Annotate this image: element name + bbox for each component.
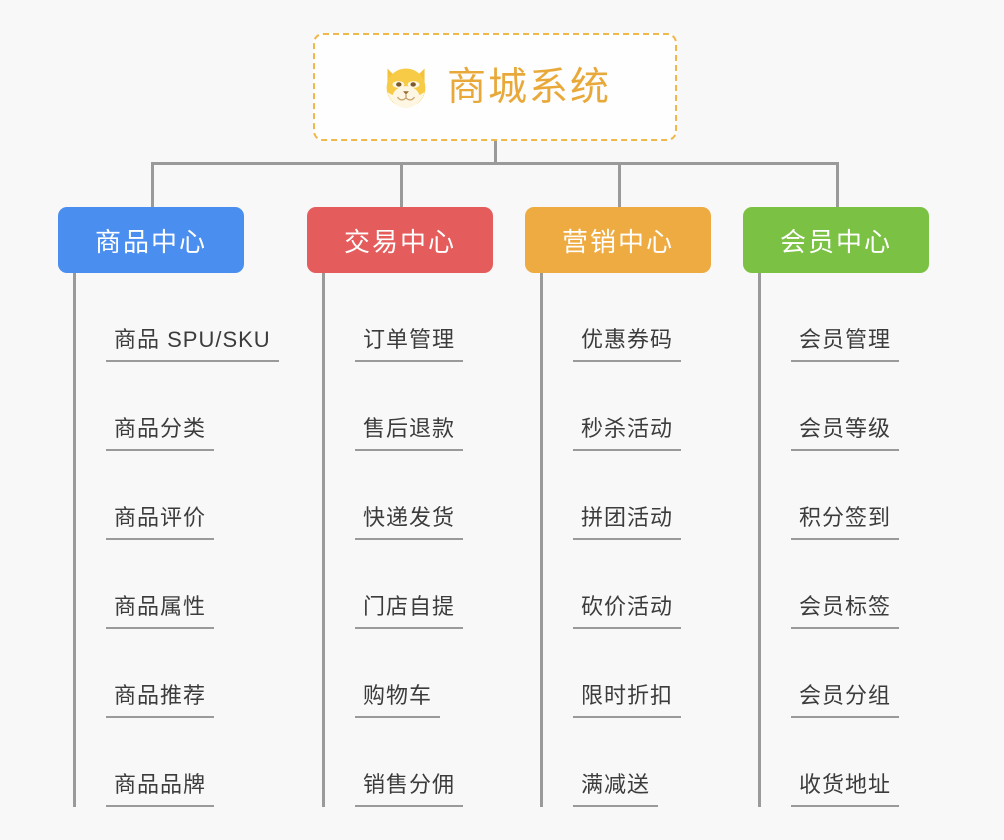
list-item[interactable]: 商品推荐 <box>76 629 276 718</box>
branch-header-2[interactable]: 交易中心 <box>307 207 493 273</box>
leaf-label: 优惠券码 <box>573 327 682 362</box>
leaf-label: 商品推荐 <box>106 683 215 718</box>
list-item[interactable]: 会员管理 <box>761 273 961 362</box>
branch-header-1[interactable]: 商品中心 <box>58 207 244 273</box>
connector-drop-2 <box>400 162 403 207</box>
list-item[interactable]: 会员分组 <box>761 629 961 718</box>
list-item[interactable]: 收货地址 <box>761 718 961 807</box>
dog-face-icon <box>386 68 426 109</box>
list-item[interactable]: 购物车 <box>325 629 525 718</box>
list-item[interactable]: 会员等级 <box>761 362 961 451</box>
leaf-label: 购物车 <box>355 683 441 718</box>
leaf-label: 满减送 <box>573 772 659 807</box>
branch-header-3[interactable]: 营销中心 <box>525 207 711 273</box>
list-item[interactable]: 限时折扣 <box>543 629 743 718</box>
root-title: 商城系统 <box>446 65 611 109</box>
list-item[interactable]: 销售分佣 <box>325 718 525 807</box>
list-item[interactable]: 秒杀活动 <box>543 362 743 451</box>
list-item[interactable]: 商品属性 <box>76 540 276 629</box>
list-item[interactable]: 砍价活动 <box>543 540 743 629</box>
list-item[interactable]: 拼团活动 <box>543 451 743 540</box>
leaf-label: 订单管理 <box>355 327 464 362</box>
list-item[interactable]: 商品 SPU/SKU <box>76 273 279 362</box>
leaf-label: 快递发货 <box>355 505 464 540</box>
root-node[interactable]: 商城系统 <box>313 33 677 141</box>
leaf-label: 售后退款 <box>355 416 464 451</box>
list-item[interactable]: 门店自提 <box>325 540 525 629</box>
leaf-label: 商品品牌 <box>106 772 215 807</box>
leaf-label: 商品评价 <box>106 505 215 540</box>
list-item[interactable]: 商品分类 <box>76 362 276 451</box>
leaf-list-1: 商品 SPU/SKU 商品分类 商品评价 商品属性 商品推荐 商品品牌 <box>73 273 279 807</box>
connector-drop-4 <box>836 162 839 207</box>
connector-drop-1 <box>151 162 154 207</box>
list-item[interactable]: 订单管理 <box>325 273 525 362</box>
leaf-label: 会员管理 <box>791 327 900 362</box>
connector-drop-3 <box>618 162 621 207</box>
branch-column-3: 营销中心 优惠券码 秒杀活动 拼团活动 砍价活动 限时折扣 满减送 <box>525 207 743 823</box>
leaf-label: 拼团活动 <box>573 505 682 540</box>
list-item[interactable]: 满减送 <box>543 718 743 807</box>
connector-bus-bar <box>151 162 839 165</box>
leaf-label: 商品分类 <box>106 416 215 451</box>
list-item[interactable]: 会员标签 <box>761 540 961 629</box>
branch-header-4[interactable]: 会员中心 <box>743 207 929 273</box>
leaf-list-4: 会员管理 会员等级 积分签到 会员标签 会员分组 收货地址 <box>758 273 961 807</box>
list-item[interactable]: 优惠券码 <box>543 273 743 362</box>
leaf-label: 商品 SPU/SKU <box>106 327 279 362</box>
list-item[interactable]: 积分签到 <box>761 451 961 540</box>
connector-root-stem <box>494 141 497 164</box>
leaf-list-3: 优惠券码 秒杀活动 拼团活动 砍价活动 限时折扣 满减送 <box>540 273 743 807</box>
list-item[interactable]: 商品品牌 <box>76 718 276 807</box>
leaf-label: 收货地址 <box>791 772 900 807</box>
branch-column-1: 商品中心 商品 SPU/SKU 商品分类 商品评价 商品属性 商品推荐 商品品牌 <box>58 207 279 823</box>
leaf-label: 限时折扣 <box>573 683 682 718</box>
leaf-label: 秒杀活动 <box>573 416 682 451</box>
leaf-label: 商品属性 <box>106 594 215 629</box>
leaf-label: 销售分佣 <box>355 772 464 807</box>
leaf-label: 会员等级 <box>791 416 900 451</box>
leaf-label: 积分签到 <box>791 505 900 540</box>
leaf-list-2: 订单管理 售后退款 快递发货 门店自提 购物车 销售分佣 <box>322 273 525 807</box>
list-item[interactable]: 售后退款 <box>325 362 525 451</box>
leaf-label: 会员分组 <box>791 683 900 718</box>
leaf-label: 门店自提 <box>355 594 464 629</box>
list-item[interactable]: 商品评价 <box>76 451 276 540</box>
leaf-label: 会员标签 <box>791 594 900 629</box>
branch-column-2: 交易中心 订单管理 售后退款 快递发货 门店自提 购物车 销售分佣 <box>307 207 525 823</box>
list-item[interactable]: 快递发货 <box>325 451 525 540</box>
branch-column-4: 会员中心 会员管理 会员等级 积分签到 会员标签 会员分组 收货地址 <box>743 207 961 823</box>
leaf-label: 砍价活动 <box>573 594 682 629</box>
